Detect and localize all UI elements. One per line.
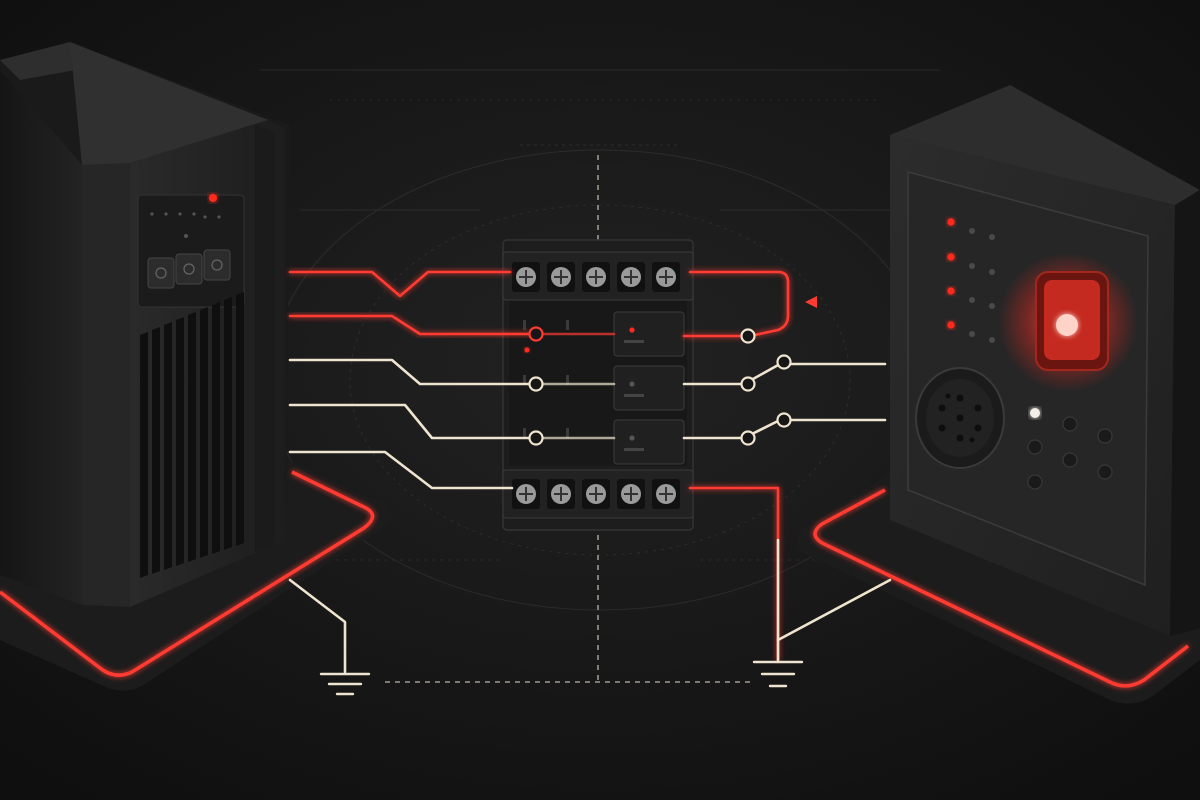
panel-status-led [1030,408,1040,418]
terminal-screw [582,479,610,509]
contact-node [528,430,544,446]
psu-button-3[interactable] [203,249,231,281]
wire-4 [288,403,538,440]
wires [288,270,892,674]
ground-left-line [288,578,347,674]
wire-5 [288,450,514,490]
contact-nodes [528,326,792,446]
contact-node [528,326,544,342]
psu-vent-grille [140,292,244,578]
psu-button-2[interactable] [175,253,203,285]
panel-speaker [915,367,1005,469]
psu-buttons [147,249,231,289]
psu-status-led [209,194,217,202]
terminal-screw [617,479,645,509]
contact-node [740,430,756,446]
module-status-led [524,347,530,353]
psu-button-1[interactable] [147,257,175,289]
wire-1 [288,270,512,298]
terminal-screw [652,262,680,292]
strobe-lamp-icon [1056,314,1078,336]
strobe-light [998,252,1138,392]
wire-3 [288,358,538,386]
module-detail-marks [523,320,569,438]
terminal-screw [547,262,575,292]
panel-ground-line [776,578,892,642]
ground-right [752,660,804,688]
arrow-icon [805,296,817,308]
loop-out [682,270,790,338]
ground-left [319,672,371,696]
power-supply-unit[interactable] [0,42,290,607]
alarm-panel[interactable] [890,85,1200,636]
terminal-block-bottom [502,469,694,519]
relay-2 [613,365,685,411]
terminal-screw [652,479,680,509]
terminal-screw [547,479,575,509]
ground-symbol-icon [752,660,804,688]
psu-indicator-dots [150,212,221,238]
terminal-block-top [502,251,694,301]
panel-keypad [1027,408,1113,490]
relay-1 [613,311,685,357]
contact-node [776,354,792,370]
alarm-panel-base [796,470,1200,704]
contact-node [528,376,544,392]
terminal-screw [512,262,540,292]
wire-2 [288,314,538,336]
switch-3 [682,418,887,440]
terminal-screw [512,479,540,509]
ground-symbol-icon [319,672,371,696]
terminal-screw [617,262,645,292]
panel-indicator-leds [947,218,995,343]
switch-2 [682,362,887,386]
contact-node [740,376,756,392]
contact-node [740,328,756,344]
terminal-screw [582,262,610,292]
contact-node [776,412,792,428]
relay-3 [613,419,685,465]
